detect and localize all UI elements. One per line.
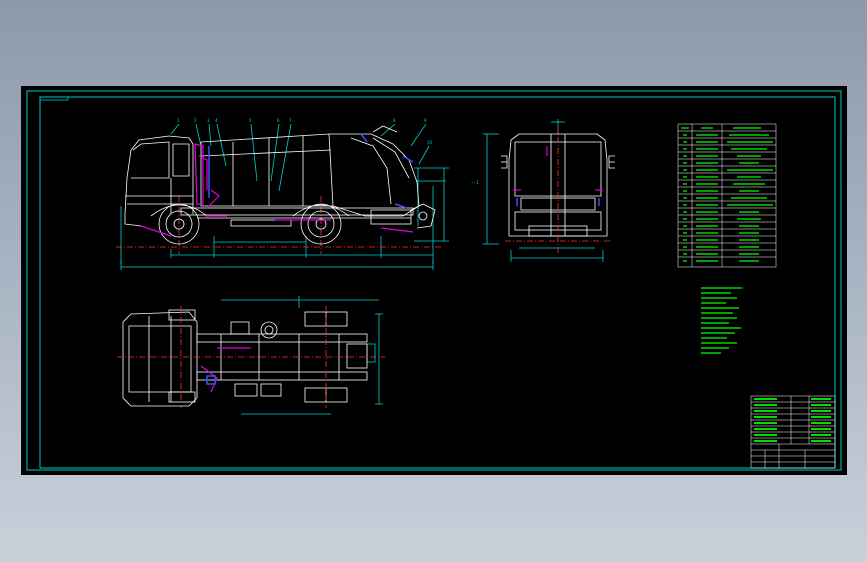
rear-view — [483, 119, 615, 262]
svg-text:— 1: — 1 — [471, 180, 479, 185]
cad-drawing-canvas: 1 2 3 4 5 6 7 8 9 10 — 1 — [21, 86, 847, 475]
svg-text:5: 5 — [249, 118, 252, 123]
side-view: 1 2 3 4 5 6 7 8 9 10 — 1 — [116, 118, 479, 270]
svg-text:8: 8 — [393, 118, 396, 123]
svg-text:6: 6 — [277, 118, 280, 123]
cad-drawing-svg: 1 2 3 4 5 6 7 8 9 10 — 1 — [26, 90, 842, 471]
frame-corner-tag — [39, 96, 69, 101]
svg-text:10: 10 — [427, 140, 433, 145]
svg-text:1: 1 — [177, 118, 180, 123]
outer-frame — [26, 90, 842, 471]
svg-text:9: 9 — [424, 118, 427, 123]
svg-text:7: 7 — [289, 118, 292, 123]
title-block — [750, 395, 836, 469]
technical-notes — [701, 287, 743, 354]
top-view — [117, 296, 385, 415]
svg-text:2: 2 — [194, 118, 197, 123]
inner-frame — [39, 96, 836, 469]
svg-text:4: 4 — [215, 118, 218, 123]
parts-table — [677, 123, 777, 268]
svg-text:3: 3 — [207, 118, 210, 123]
